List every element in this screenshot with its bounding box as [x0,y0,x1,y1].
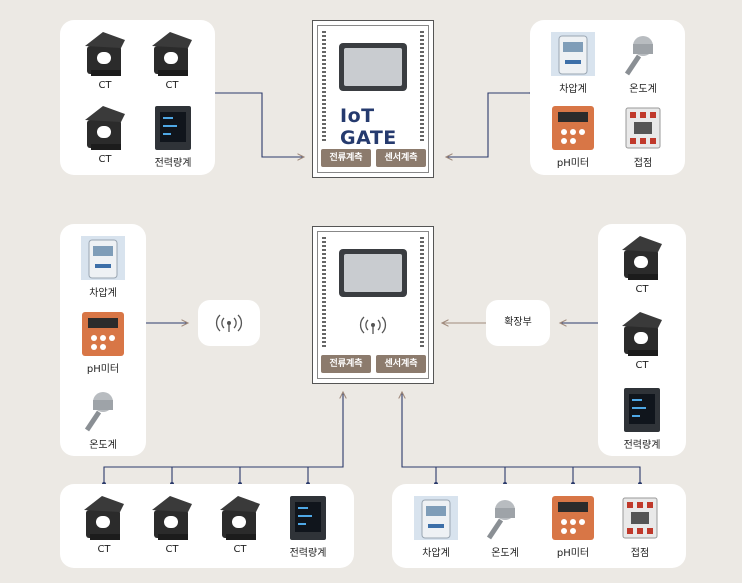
ct-clamp-icon [152,496,192,540]
current-measure-button[interactable]: 전류계측 [321,149,371,167]
ct-clamp-icon [85,106,125,150]
device-label: 접점 [633,158,653,169]
pressure-gauge-icon [81,236,125,280]
device-label: 온도계 [89,440,117,451]
ct-sensor: CT [146,494,198,555]
power-meter-icon [290,496,326,540]
ct-sensor: CT [616,310,668,371]
device-label: 온도계 [629,84,657,95]
thermometer: 온도계 [615,30,671,95]
sensor-measure-button[interactable]: 센서계측 [376,149,426,167]
device-label: CT [233,544,247,555]
thermometer: 온도계 [477,494,533,559]
thermometer: 온도계 [75,386,131,451]
thermometer-icon [486,500,515,540]
pressure-gauge: 차압계 [75,234,131,299]
device-label: CT [97,544,111,555]
pressure-gauge-icon [551,32,595,76]
iot-gate-logo: IoT GATE [340,105,397,149]
device-label: 온도계 [491,548,519,559]
device-label: CT [635,284,649,295]
ph-meter: pH미터 [545,494,601,559]
device-label: CT [165,544,179,555]
ct-sensor: CT [214,494,266,555]
device-label: 차압계 [89,288,117,299]
contact-relay: 접점 [612,494,668,559]
expander-label: 확장부 [504,317,532,328]
ph-meter: pH미터 [545,104,601,169]
power-meter: 전력량계 [277,494,339,559]
ct-clamp-icon [152,32,192,76]
device-label: 차압계 [422,548,450,559]
power-meter-icon [155,106,191,150]
ct-sensor: CT [80,30,130,91]
ph-meter-icon [552,496,594,540]
device-label: CT [635,360,649,371]
device-label: 전력량계 [623,440,661,451]
thermometer-icon [84,392,113,432]
contactor-icon [625,107,661,149]
mid-left-device-card: 차압계 pH미터 온도계 [60,224,146,456]
device-label: 전력량계 [154,158,192,169]
contactor-icon [622,497,658,539]
bottom-right-device-card: 차압계 온도계 pH미터 접점 [392,484,686,568]
current-measure-button[interactable]: 전류계측 [321,355,371,373]
ct-clamp-icon [85,32,125,76]
thermometer-icon [624,36,653,76]
ct-sensor: CT [147,30,197,91]
top-right-device-card: 차압계 온도계 pH미터 접점 [530,20,685,175]
touch-screen [339,43,407,91]
ct-sensor: CT [616,234,668,295]
top-left-device-card: CT CT CT 전력량계 [60,20,215,175]
ph-meter-icon [82,312,124,356]
device-label: 접점 [630,548,650,559]
device-label: pH미터 [556,548,590,559]
wireless-signal-icon [215,314,243,332]
ph-meter-icon [552,106,594,150]
ph-meter: pH미터 [75,310,131,375]
touch-screen [339,249,407,297]
ct-sensor: CT [78,494,130,555]
contact-relay: 접점 [615,104,671,169]
power-meter-icon [624,388,660,432]
ct-clamp-icon [220,496,260,540]
wireless-bubble [198,300,260,346]
pressure-gauge-icon [414,496,458,540]
power-meter: 전력량계 [142,104,204,169]
device-label: pH미터 [556,158,590,169]
device-label: 전력량계 [289,548,327,559]
device-label: CT [98,154,112,165]
ct-clamp-icon [622,312,662,356]
pressure-gauge: 차압계 [545,30,601,95]
sensor-measure-button[interactable]: 센서계측 [376,355,426,373]
expander-bubble: 확장부 [486,300,550,346]
ct-clamp-icon [622,236,662,280]
bottom-left-device-card: CT CT CT 전력량계 [60,484,354,568]
power-meter: 전력량계 [611,386,673,451]
iot-gateway-bottom: 전류계측 센서계측 [312,226,434,384]
device-label: 차압계 [559,84,587,95]
pressure-gauge: 차압계 [408,494,464,559]
iot-gateway-top: IoT GATE 전류계측 센서계측 [312,20,434,178]
ct-sensor: CT [80,104,130,165]
mid-right-device-card: CT CT 전력량계 [598,224,686,456]
ct-clamp-icon [84,496,124,540]
device-label: CT [165,80,179,91]
wireless-signal-icon [359,316,387,334]
device-label: CT [98,80,112,91]
device-label: pH미터 [86,364,120,375]
